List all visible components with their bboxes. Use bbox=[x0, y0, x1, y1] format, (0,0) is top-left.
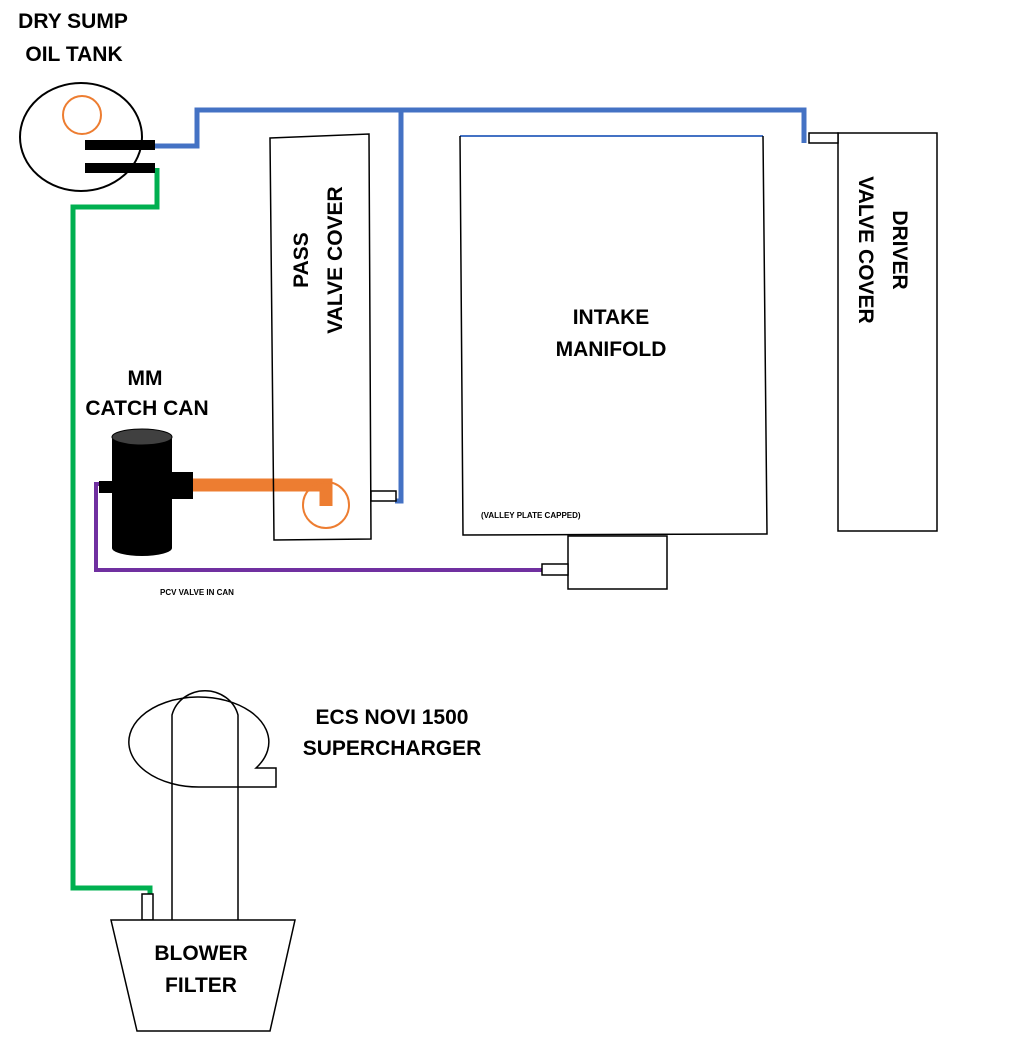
blue-vent-line bbox=[154, 107, 807, 504]
driver-valve-cover bbox=[808, 132, 938, 532]
intake-manifold bbox=[459, 135, 768, 590]
intake-manifold-body bbox=[459, 135, 768, 536]
pass-valve-cover-body bbox=[269, 133, 372, 541]
pass-valve-cover-fitting bbox=[370, 490, 397, 502]
dry-sump-oil-tank bbox=[19, 82, 155, 192]
catch-can-label-line1: MM bbox=[128, 367, 163, 390]
supercharger-label-line2: SUPERCHARGER bbox=[303, 737, 482, 760]
oil-tank-fitting-bottom bbox=[85, 163, 155, 173]
oil-tank-label-line1: DRY SUMP bbox=[18, 10, 128, 33]
pass-valve-cover-label-line2: VALVE COVER bbox=[324, 186, 347, 333]
blower-filter-label-line1: BLOWER bbox=[154, 942, 247, 965]
intake-manifold-label-line1: INTAKE bbox=[573, 306, 650, 329]
catch-can-lid bbox=[111, 428, 173, 446]
green-drain-line bbox=[70, 168, 160, 896]
intake-manifold-label-line2: MANIFOLD bbox=[556, 338, 667, 361]
blower-filter bbox=[110, 893, 296, 1032]
pass-valve-cover-port bbox=[302, 481, 350, 529]
supercharger-inlet-tube bbox=[171, 690, 239, 920]
valley-plate-fitting bbox=[541, 563, 569, 576]
driver-valve-cover-fitting bbox=[808, 132, 839, 144]
driver-valve-cover-label-line1: DRIVER bbox=[888, 210, 911, 289]
oil-tank-fitting-top bbox=[85, 140, 155, 150]
valley-plate bbox=[567, 535, 668, 590]
oil-tank-label-line2: OIL TANK bbox=[25, 43, 122, 66]
valley-plate-note: (VALLEY PLATE CAPPED) bbox=[481, 511, 581, 520]
oil-tank-body bbox=[19, 82, 143, 192]
blower-filter-body bbox=[110, 919, 296, 1032]
oil-tank-cap bbox=[62, 95, 102, 135]
pass-valve-cover-label-line1: PASS bbox=[290, 232, 313, 288]
orange-catch-can-line bbox=[193, 478, 333, 506]
supercharger-housing bbox=[128, 696, 277, 788]
catch-can-body bbox=[112, 439, 172, 556]
supercharger-label-line1: ECS NOVI 1500 bbox=[316, 706, 469, 729]
catch-can-outlet-stub bbox=[170, 472, 193, 499]
driver-valve-cover-label-line2: VALVE COVER bbox=[854, 176, 877, 323]
blower-filter-fitting bbox=[141, 893, 154, 921]
pass-valve-cover bbox=[269, 133, 397, 541]
catch-can bbox=[99, 428, 193, 556]
supercharger bbox=[128, 690, 277, 920]
blower-filter-label-line2: FILTER bbox=[165, 974, 237, 997]
pcv-valve-note: PCV VALVE IN CAN bbox=[160, 588, 234, 597]
catch-can-label-line2: CATCH CAN bbox=[85, 397, 208, 420]
driver-valve-cover-body bbox=[837, 132, 938, 532]
